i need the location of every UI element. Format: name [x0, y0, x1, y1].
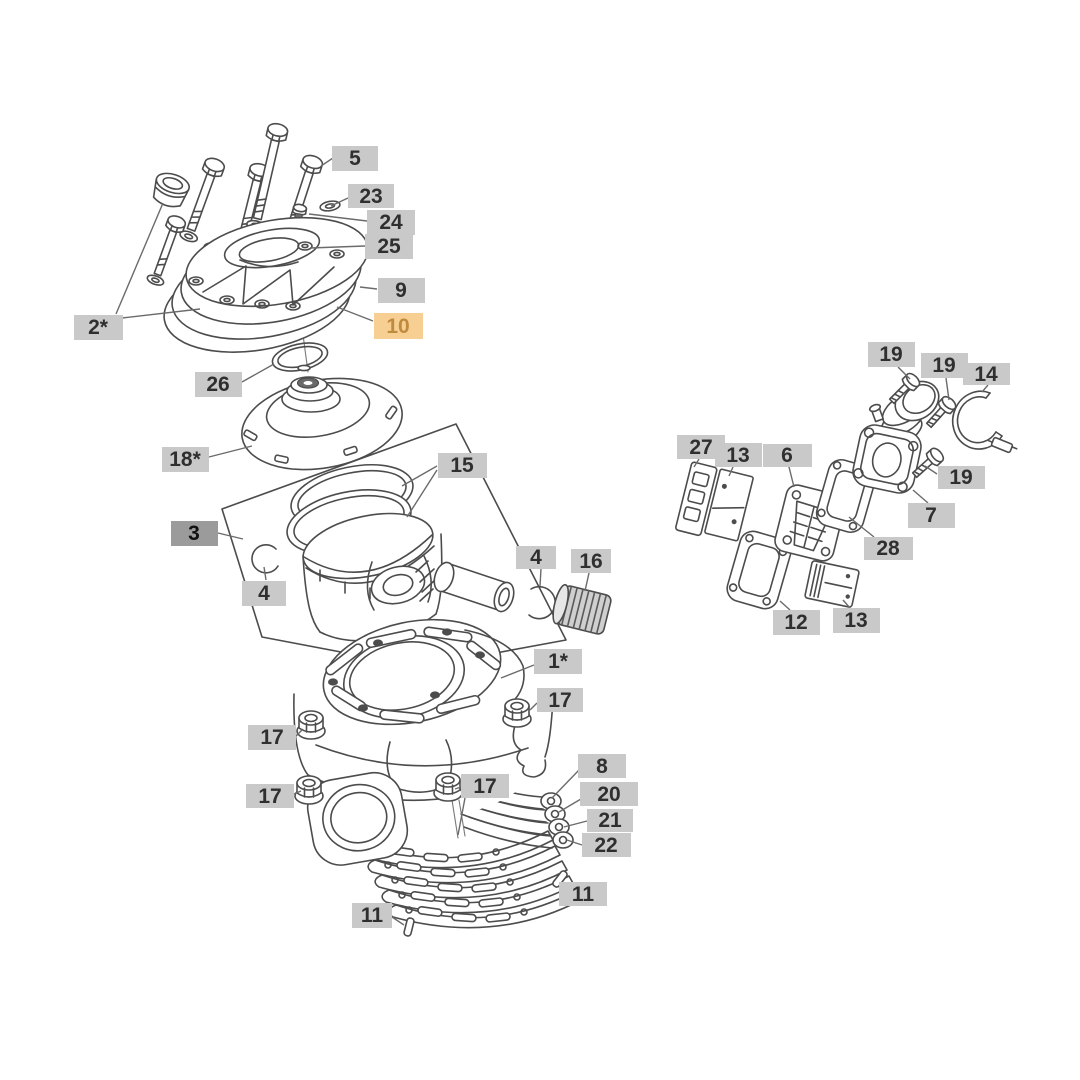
part-label-28[interactable]: 28 — [863, 536, 913, 560]
leader-line-26 — [241, 363, 275, 383]
leader-line-15 — [401, 465, 438, 487]
reed-plate-drawing — [704, 468, 754, 542]
part-label-4a[interactable]: 4 — [242, 580, 286, 606]
leader-line-28 — [848, 516, 875, 538]
part-label-19b[interactable]: 19 — [920, 352, 968, 378]
part-label-19c[interactable]: 19 — [937, 465, 985, 489]
part-label-22[interactable]: 22 — [581, 833, 631, 857]
leader-line-17c — [293, 790, 302, 795]
part-label-5[interactable]: 5 — [332, 145, 378, 171]
part-label-10[interactable]: 10 — [373, 313, 423, 339]
part-label-20[interactable]: 20 — [580, 782, 638, 806]
leader-line-4a — [263, 566, 267, 581]
part-label-2*[interactable]: 2* — [73, 314, 123, 340]
part-label-25[interactable]: 25 — [365, 233, 413, 259]
inner-cover-drawing — [241, 364, 403, 471]
leader-line-17a — [529, 702, 538, 711]
part-label-9[interactable]: 9 — [377, 277, 425, 303]
leader-line-11b — [391, 916, 405, 926]
leader-line-9 — [359, 286, 378, 290]
leader-line-23 — [330, 197, 349, 207]
reed-stopper-drawing — [804, 560, 860, 608]
leader-line-27 — [693, 458, 700, 468]
leader-line-17b — [295, 728, 304, 737]
leader-line-19a — [897, 366, 911, 380]
part-label-17c[interactable]: 17 — [246, 784, 294, 808]
leader-line-3 — [217, 532, 244, 540]
leader-line-8 — [551, 769, 580, 799]
part-label-17b[interactable]: 17 — [248, 724, 296, 750]
leader-line-2* — [115, 202, 164, 315]
gasket-12-drawing — [726, 530, 792, 610]
part-label-18*[interactable]: 18* — [161, 446, 209, 472]
part-label-12[interactable]: 12 — [772, 609, 820, 635]
leader-line-13a — [728, 466, 734, 477]
leader-line-25 — [309, 245, 366, 249]
part-label-24[interactable]: 24 — [367, 209, 415, 235]
part-label-13a[interactable]: 13 — [714, 443, 762, 467]
leader-line-1* — [500, 664, 535, 679]
leader-line-14 — [981, 384, 989, 393]
leader-line-12 — [779, 600, 791, 611]
leader-line-13b — [842, 599, 851, 609]
part-label-16[interactable]: 16 — [571, 549, 611, 573]
leader-line-18* — [208, 445, 253, 458]
part-label-8[interactable]: 8 — [578, 754, 626, 778]
leader-line-7 — [912, 489, 929, 504]
part-label-7[interactable]: 7 — [907, 502, 955, 528]
leader-line-2* — [121, 308, 201, 319]
part-label-3[interactable]: 3 — [170, 520, 218, 546]
leader-line-6 — [788, 466, 795, 488]
leader-line-4b — [539, 568, 542, 587]
leader-line-21 — [563, 820, 588, 828]
reed-valve-assembly-drawing — [675, 370, 1018, 610]
needle-bearing-drawing — [552, 583, 612, 635]
leader-line-19b — [945, 377, 950, 401]
part-label-15[interactable]: 15 — [437, 452, 487, 478]
part-label-23[interactable]: 23 — [348, 184, 394, 208]
part-label-26[interactable]: 26 — [194, 371, 242, 397]
part-label-13b[interactable]: 13 — [832, 607, 880, 633]
leader-line-5 — [320, 157, 334, 167]
leader-line-10 — [336, 306, 374, 322]
leader-line-19c — [924, 465, 938, 475]
leader-line-24 — [308, 213, 368, 222]
part-label-21[interactable]: 21 — [587, 808, 633, 832]
part-label-1*[interactable]: 1* — [534, 648, 582, 674]
part-label-11a[interactable]: 11 — [559, 882, 607, 906]
leader-line-17d — [454, 786, 462, 790]
leader-line-15 — [406, 469, 438, 518]
hose-clamp-drawing — [951, 390, 1018, 454]
reed-petals-drawing — [675, 461, 718, 537]
part-label-4b[interactable]: 4 — [516, 545, 556, 569]
leader-line-16 — [584, 572, 590, 592]
part-label-17a[interactable]: 17 — [537, 688, 583, 712]
part-label-17d[interactable]: 17 — [461, 774, 509, 798]
part-label-19a[interactable]: 19 — [867, 341, 915, 367]
intake-manifold-drawing — [852, 380, 940, 494]
leader-line-17d — [457, 797, 466, 836]
leader-line-22 — [566, 839, 583, 846]
part-label-11b[interactable]: 11 — [352, 902, 392, 928]
part-label-14[interactable]: 14 — [962, 363, 1010, 385]
part-label-6[interactable]: 6 — [762, 443, 812, 467]
cylinder-head-drawing — [144, 121, 369, 373]
